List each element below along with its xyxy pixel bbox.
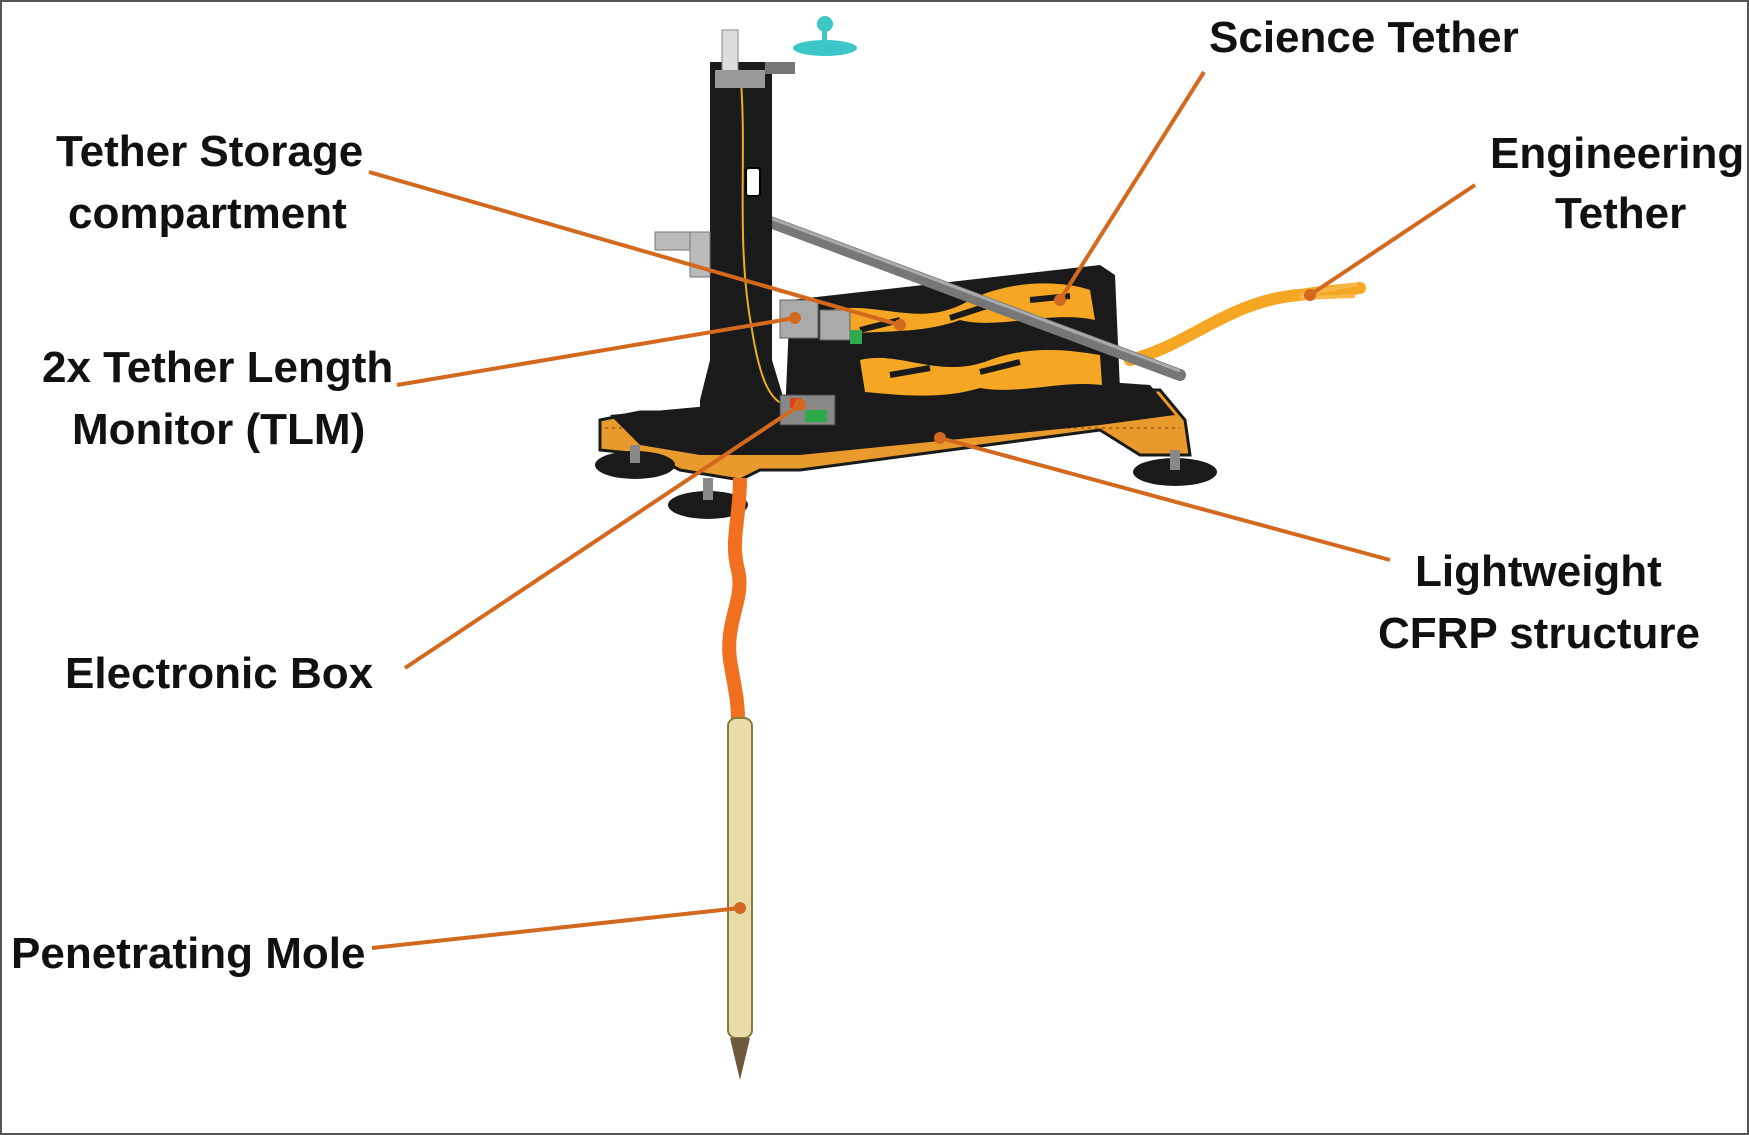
foot-left	[595, 451, 675, 479]
label-science-tether: Science Tether	[1209, 13, 1519, 62]
tlm-green-board	[850, 330, 862, 344]
mast-top-cyan-stem	[822, 28, 827, 48]
label-tether-storage-line1: Tether Storage	[56, 127, 363, 176]
mast-top-cyan-knob	[817, 16, 833, 32]
leader-lines	[368, 70, 1477, 950]
leader-tether-storage	[368, 170, 901, 327]
label-lightweight-line2: CFRP structure	[1378, 609, 1700, 658]
electronic-box-board	[805, 410, 827, 422]
support-rod-highlight	[769, 216, 1181, 373]
leader-engineering-tether	[1308, 183, 1477, 297]
penetrating-mole-body	[727, 717, 753, 1039]
foot-right	[1133, 458, 1217, 486]
mast-base-flare	[700, 360, 790, 420]
foot-left-screw	[630, 445, 640, 463]
leader-end-science-tether	[1054, 294, 1066, 306]
leader-end-electronic-box	[794, 399, 806, 411]
leader-end-tether-storage	[894, 319, 906, 331]
foot-front	[668, 491, 748, 519]
foot-front-screw	[703, 478, 713, 500]
mast-wire	[739, 69, 786, 406]
leader-tlm	[396, 316, 796, 387]
science-tether-descending	[722, 477, 747, 721]
support-rod	[764, 216, 1186, 381]
instrument-illustration	[595, 16, 1366, 1080]
leader-penetrating-mole	[371, 906, 741, 950]
leader-science-tether	[1058, 70, 1206, 302]
tlm-unit-2	[819, 309, 851, 341]
leader-endpoints	[734, 289, 1316, 914]
label-lightweight-line1: Lightweight	[1415, 547, 1662, 596]
label-tether-storage-line2: compartment	[68, 189, 347, 238]
label-tlm-line1: 2x Tether Length	[42, 343, 393, 392]
label-penetrating-mole: Penetrating Mole	[11, 929, 366, 978]
engineering-tether-ribbon	[1124, 282, 1366, 366]
label-tlm-line2: Monitor (TLM)	[72, 405, 365, 454]
leader-end-mole	[734, 902, 746, 914]
leader-cfrp-structure	[939, 436, 1391, 562]
leader-electronic-box	[403, 403, 802, 670]
leader-end-tlm	[789, 312, 801, 324]
penetrating-mole-tip	[730, 1038, 750, 1080]
label-electronic-box: Electronic Box	[65, 649, 374, 698]
stored-tether-folds	[859, 293, 1071, 378]
foot-right-screw	[1170, 450, 1180, 470]
mast-connector	[745, 167, 761, 197]
leader-end-engineering-tether	[1304, 289, 1316, 301]
label-engineering-line1: Engineering	[1490, 129, 1744, 178]
mast-top-bracket	[715, 70, 765, 88]
mast-top-arm	[765, 62, 795, 74]
label-engineering-line2: Tether	[1555, 189, 1686, 238]
leader-end-cfrp	[934, 432, 946, 444]
